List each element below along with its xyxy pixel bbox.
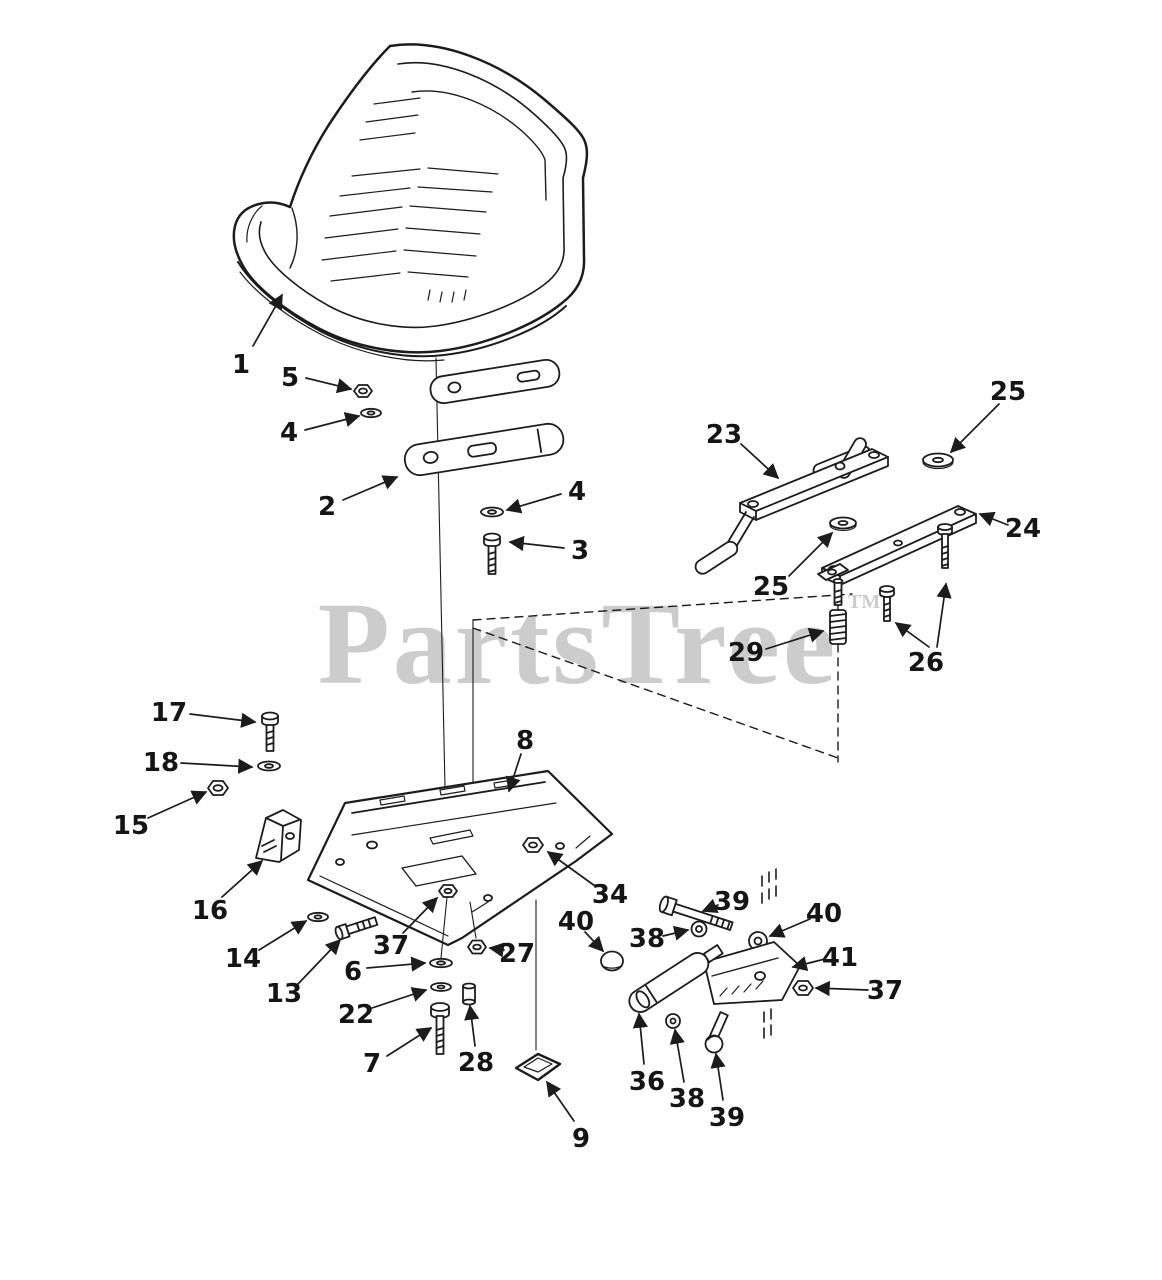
- callout-36: 36: [629, 1067, 665, 1097]
- callout-1: 1: [232, 350, 250, 380]
- callout-29: 29: [728, 638, 764, 668]
- washer-part-6: [429, 957, 453, 969]
- nut-part-27: [467, 939, 487, 955]
- seat-part-1: [232, 43, 589, 362]
- washer-part-25-left: [829, 516, 857, 532]
- washer-part-38-lower: [665, 1013, 681, 1029]
- bolt-part-39-lower: [704, 1011, 729, 1054]
- callout-16: 16: [192, 896, 228, 926]
- hatch-marks: [761, 868, 777, 1039]
- callout-14: 14: [225, 944, 261, 974]
- stud-rail-mount: [832, 578, 844, 606]
- callout-28: 28: [458, 1048, 494, 1078]
- callout-8: 8: [516, 726, 534, 756]
- callout-40-left: 40: [558, 907, 594, 937]
- washer-part-22: [430, 982, 452, 992]
- callout-15: 15: [113, 811, 149, 841]
- washer-part-4-upper: [360, 407, 382, 419]
- callout-26: 26: [908, 648, 944, 678]
- bolt-part-39-upper: [658, 895, 734, 931]
- diagram-art: [147, 43, 1009, 1122]
- callout-2: 2: [318, 492, 336, 522]
- pivot-bracket-part-2: [403, 358, 565, 477]
- callout-23: 23: [706, 420, 742, 450]
- callout-13: 13: [266, 979, 302, 1009]
- callout-38-lower: 38: [669, 1084, 705, 1114]
- callout-18: 18: [143, 748, 179, 778]
- callout-40-right: 40: [806, 899, 842, 929]
- callout-17: 17: [151, 698, 187, 728]
- callout-3: 3: [571, 536, 589, 566]
- washer-part-25-right: [922, 452, 954, 470]
- callout-4-lower: 4: [568, 477, 586, 507]
- nut-part-37-right: [792, 980, 814, 996]
- nut-part-5: [353, 384, 373, 398]
- slide-rail-part-24: [817, 505, 977, 586]
- callout-4-upper: 4: [280, 418, 298, 448]
- callout-27: 27: [499, 939, 535, 969]
- callout-39-upper: 39: [714, 887, 750, 917]
- bracket-part-16: [255, 809, 302, 863]
- callout-24: 24: [1005, 514, 1041, 544]
- callout-22: 22: [338, 1000, 374, 1030]
- spacer-part-28: [462, 982, 476, 1006]
- bolt-part-17: [261, 711, 279, 752]
- callout-25-left: 25: [753, 572, 789, 602]
- callout-41: 41: [822, 943, 858, 973]
- callout-25-right: 25: [990, 377, 1026, 407]
- washer-part-18: [257, 760, 281, 772]
- bolt-part-26-left: [879, 585, 895, 622]
- nut-part-37-center: [438, 884, 458, 898]
- slide-rail-part-23: [694, 437, 889, 575]
- callout-6: 6: [344, 957, 362, 987]
- bolt-part-3: [483, 532, 501, 575]
- spacer-part-29: [829, 609, 847, 645]
- pan-stack-line-left: [440, 896, 448, 959]
- watermark: PartsTree TM: [318, 578, 881, 709]
- link-part-36: [628, 944, 724, 1013]
- callout-38-upper: 38: [629, 924, 665, 954]
- bolt-part-26-right: [937, 523, 953, 569]
- callout-39-lower: 39: [709, 1103, 745, 1133]
- washer-part-4-lower: [480, 506, 504, 518]
- bumper-part-40-left: [600, 950, 624, 972]
- bolt-part-13: [334, 916, 379, 941]
- leader-arrows: [147, 293, 1009, 1122]
- nut-part-15: [207, 780, 229, 796]
- callouts: 1 5 4 2 4 3 23 25 24 25 29 26 17 18 15 1…: [113, 350, 1041, 1154]
- callout-37-center: 37: [373, 931, 409, 961]
- callout-37-right: 37: [867, 976, 903, 1006]
- bolt-part-7: [430, 1002, 450, 1055]
- bracket-part-41: [703, 941, 801, 1005]
- callout-34: 34: [592, 880, 628, 910]
- washer-part-14: [307, 911, 329, 923]
- pan-stack-line-right: [469, 901, 477, 939]
- callout-9: 9: [572, 1124, 590, 1154]
- washer-part-38-upper: [690, 920, 708, 938]
- nut-part-34: [522, 837, 544, 853]
- callout-7: 7: [363, 1049, 381, 1079]
- callout-5: 5: [281, 363, 299, 393]
- watermark-text: PartsTree: [318, 578, 839, 709]
- seat-pan-part-8: [306, 769, 614, 947]
- pad-part-9: [514, 1052, 562, 1082]
- watermark-tm: TM: [848, 591, 880, 613]
